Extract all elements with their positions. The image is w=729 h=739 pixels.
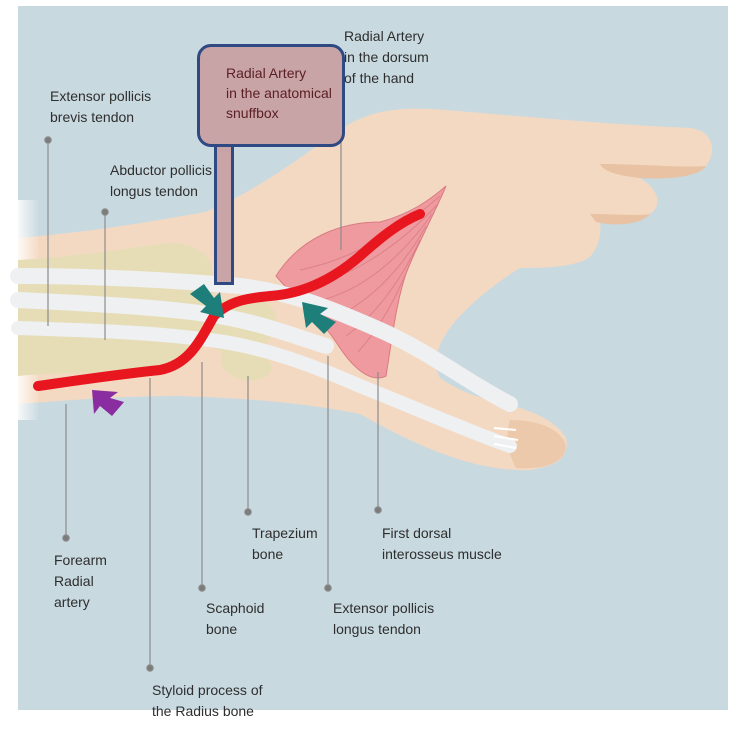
apl-tendon-label: Abductor pollicis longus tendon [110,160,212,202]
epb-tendon-label: Extensor pollicis brevis tendon [50,86,151,128]
epl-tendon-label: Extensor pollicis longus tendon [333,598,434,640]
radial-artery-dorsum-label: Radial Artery in the dorsum of the hand [344,26,429,89]
callout-pointer [214,145,234,285]
first-dorsal-interosseus-label: First dorsal interosseus muscle [382,523,502,565]
snuffbox-callout: Radial Artery in the anatomical snuffbox [197,44,345,147]
snuffbox-callout-label: Radial Artery in the anatomical snuffbox [226,63,342,123]
forearm-radial-artery-label: Forearm Radial artery [54,550,107,613]
scaphoid-bone-label: Scaphoid bone [206,598,264,640]
styloid-process-label: Styloid process of the Radius bone [152,680,263,722]
trapezium-bone-label: Trapezium bone [252,523,318,565]
